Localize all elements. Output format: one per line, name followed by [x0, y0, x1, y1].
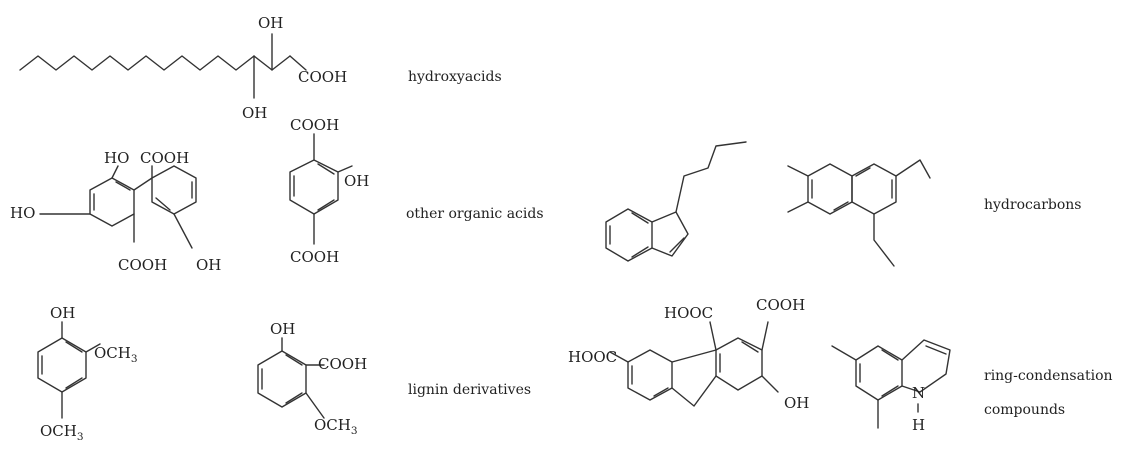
left-ring	[89, 177, 135, 227]
label-oh: OH	[50, 304, 75, 322]
label-ho-top: HO	[104, 149, 129, 167]
ring-left-double-2	[653, 387, 669, 397]
label-oh: OH	[270, 320, 295, 338]
ring-double-2	[65, 341, 83, 353]
benzene-ring	[855, 345, 903, 401]
label-oh-upper: OH	[258, 14, 283, 32]
label-compounds: compounds	[984, 402, 1066, 418]
label-oh: OH	[784, 394, 809, 412]
label-oh-bottom: OH	[196, 256, 221, 274]
five-ring-ch2	[671, 375, 717, 407]
bond-ho-top	[111, 165, 119, 179]
bond-c-cooh	[289, 55, 307, 71]
bond-och3-right	[85, 343, 101, 353]
benzene-double-3	[631, 246, 649, 258]
structure-dimethoxyphenol: OH OCH3 OCH3	[37, 304, 138, 443]
bond-oh-bottom	[173, 213, 193, 249]
structure-dihydroxy-fatty-acid: OH OH COOH	[19, 14, 347, 122]
label-och3-right: OCH3	[94, 344, 138, 365]
ring-right-double-1	[741, 341, 759, 353]
benzene-ring	[605, 208, 653, 262]
label-hooc-top: HOOC	[664, 304, 713, 322]
label-cooh-bottom: COOH	[290, 248, 339, 266]
ring-left-double-2	[833, 201, 849, 211]
bond-hooc-top	[709, 321, 717, 351]
ring-right-double-1	[855, 167, 871, 177]
structure-biphenyl-acid: HO HO COOH COOH OH	[10, 149, 221, 274]
pyrrole-ring	[901, 339, 951, 393]
ring-double-3	[285, 354, 303, 366]
benzene-double-2	[631, 212, 649, 224]
bond-oh	[761, 375, 779, 393]
ring-right	[851, 163, 897, 215]
label-cooh-top: COOH	[290, 116, 339, 134]
label-oh-lower: OH	[242, 104, 267, 122]
bond-hooc-left	[609, 351, 629, 363]
label-h: H	[912, 416, 925, 434]
pyrrole-double	[925, 345, 947, 355]
structure-fluorene-tricarboxylic-acid: HOOC HOOC COOH OH	[568, 296, 809, 412]
ring	[289, 159, 339, 215]
label-cooh: COOH	[298, 68, 347, 86]
structure-butylindene	[605, 141, 747, 262]
ring-double-3	[317, 199, 335, 211]
ring-left	[627, 349, 673, 401]
ethyl-upper	[895, 159, 931, 179]
label-n: N	[912, 384, 925, 402]
label-other-organic-acids: other organic acids	[406, 206, 544, 222]
ring-double-2	[285, 392, 303, 404]
ring-left	[807, 163, 853, 215]
right-ring	[151, 165, 197, 215]
five-ring-bridge	[671, 349, 717, 363]
bond-och3	[305, 392, 325, 419]
structure-hydroxyterephthalic-acid: COOH OH COOH	[289, 116, 369, 266]
label-ring-condensation: ring-condensation	[984, 368, 1113, 384]
ring-double-3	[65, 377, 83, 389]
label-hooc-left: HOOC	[568, 348, 617, 366]
label-ho-left: HO	[10, 204, 35, 222]
label-och3-bottom: OCH3	[40, 422, 84, 443]
label-lignin-derivatives: lignin derivatives	[408, 382, 532, 398]
ring	[37, 337, 87, 393]
label-hydrocarbons: hydrocarbons	[984, 197, 1082, 213]
methyl-upper	[787, 165, 809, 177]
label-cooh-top: COOH	[140, 149, 189, 167]
label-och3: OCH3	[314, 416, 358, 437]
benzene-double-3	[881, 385, 899, 397]
methyl-5	[831, 345, 857, 361]
label-hydroxyacids: hydroxyacids	[408, 69, 502, 85]
ethyl-lower	[873, 213, 895, 267]
label-cooh-bottom: COOH	[118, 256, 167, 274]
ring-double-2	[317, 163, 335, 175]
bond-cooh-top	[761, 321, 769, 351]
structure-dimethyl-diethyl-naphthalene	[787, 159, 931, 267]
ring	[257, 350, 307, 408]
right-ring-double-2	[155, 197, 171, 211]
ring-right	[715, 337, 763, 391]
alkyl-chain	[19, 55, 291, 71]
label-cooh: COOH	[318, 355, 367, 373]
structure-hydroxy-methoxybenzoic-acid: OH COOH OCH3	[257, 320, 367, 437]
label-oh: OH	[344, 172, 369, 190]
left-ring-double-2	[115, 181, 131, 191]
five-ring-double	[669, 237, 685, 253]
biaryl-bond	[133, 177, 153, 191]
methyl-lower	[787, 201, 809, 213]
structure-dimethylindole: N H	[831, 339, 951, 434]
butyl-chain	[675, 141, 747, 213]
bond-oh	[337, 165, 353, 173]
label-cooh-top: COOH	[756, 296, 805, 314]
five-ring	[651, 211, 689, 257]
benzene-double-2	[881, 349, 899, 361]
